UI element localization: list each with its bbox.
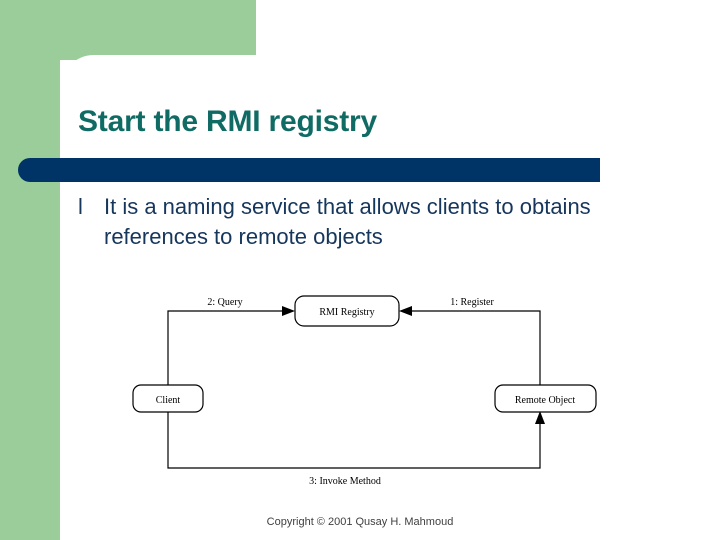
navy-title-rule bbox=[18, 158, 600, 182]
edge-register bbox=[399, 306, 541, 400]
edge-register-label: 1: Register bbox=[450, 297, 494, 308]
edge-invoke bbox=[167, 411, 545, 469]
node-rmi-registry: RMI Registry bbox=[294, 295, 400, 327]
edge-query bbox=[167, 306, 295, 400]
edge-query-label: 2: Query bbox=[207, 297, 242, 308]
node-client: Client bbox=[132, 384, 204, 413]
rmi-flow-diagram: RMI Registry Client Remote Object 2: Que… bbox=[130, 282, 600, 497]
green-top-block bbox=[0, 0, 256, 60]
node-client-label: Client bbox=[156, 395, 181, 406]
list-item: l It is a naming service that allows cli… bbox=[78, 192, 658, 252]
bullet-list: l It is a naming service that allows cli… bbox=[78, 192, 658, 252]
green-left-strip bbox=[0, 0, 60, 540]
slide-title: Start the RMI registry bbox=[78, 105, 377, 138]
node-remote-object-label: Remote Object bbox=[515, 395, 575, 406]
bullet-marker-icon: l bbox=[78, 194, 83, 219]
slide-footer: Copyright © 2001 Qusay H. Mahmoud bbox=[266, 516, 454, 528]
bullet-text: It is a naming service that allows clien… bbox=[104, 194, 591, 249]
node-remote-object: Remote Object bbox=[494, 384, 597, 413]
node-rmi-registry-label: RMI Registry bbox=[319, 307, 374, 318]
edge-invoke-label: 3: Invoke Method bbox=[309, 476, 381, 487]
